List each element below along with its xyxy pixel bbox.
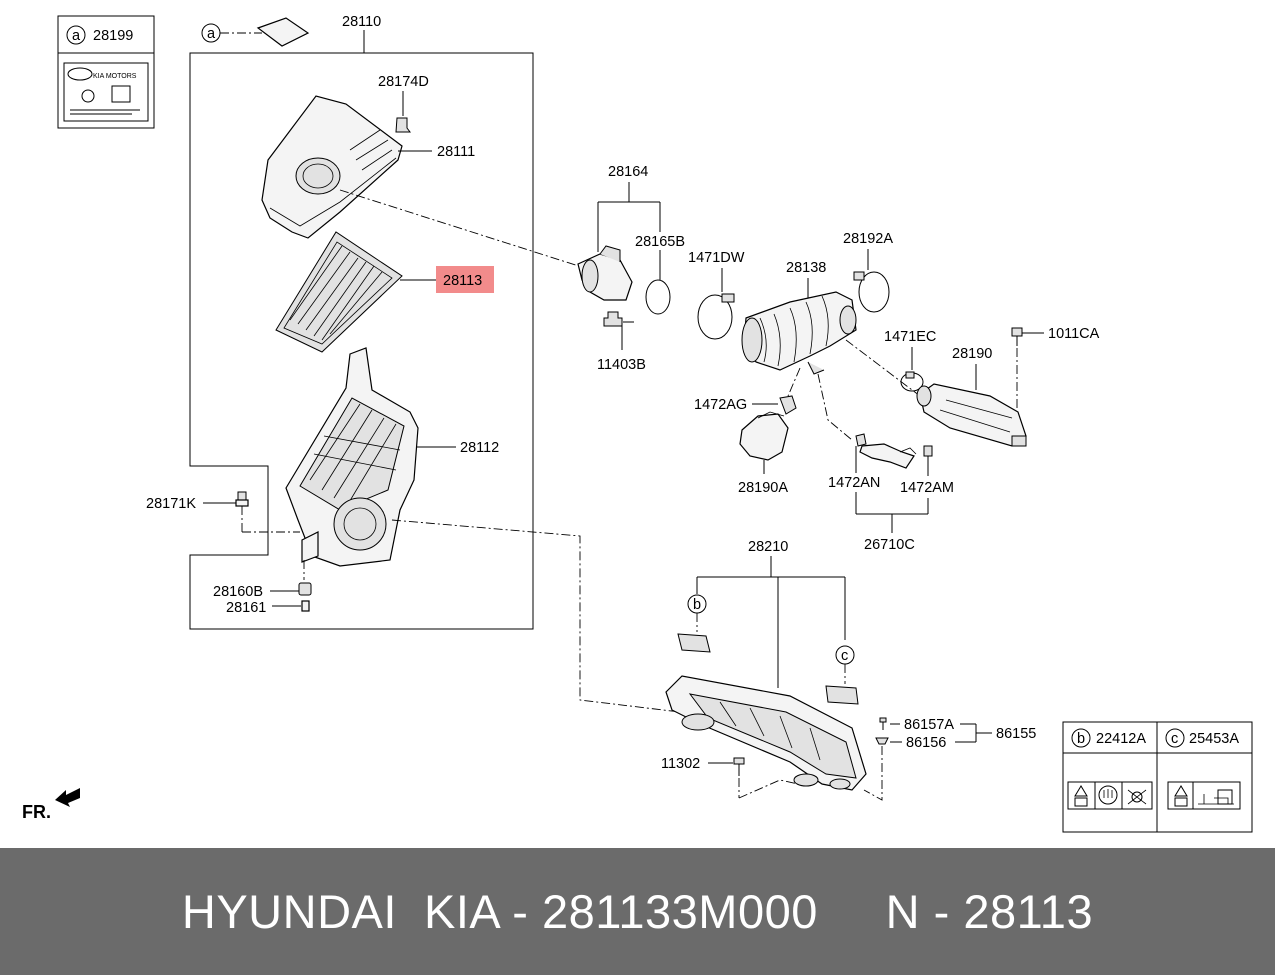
label-86156: 86156 (906, 735, 946, 751)
clip-1472AG: 1472AG (694, 367, 801, 415)
bolt-11302: 11302 (661, 756, 799, 799)
label-11403B: 11403B (597, 357, 646, 373)
label-28171K: 28171K (146, 496, 196, 512)
breather-hose-26710C: 1472AN 1472AM 26710C (828, 433, 954, 553)
label-1472AG: 1472AG (694, 397, 747, 413)
label-28165B: 28165B (635, 234, 685, 250)
front-arrow-icon (55, 788, 80, 807)
label-11302: 11302 (661, 756, 700, 772)
label-1471EC: 1471EC (884, 329, 936, 345)
warning-sticker-b (1067, 781, 1153, 810)
label-28190: 28190 (952, 346, 992, 362)
air-flow-sensor-28164: 28164 28165B (577, 164, 685, 315)
label-28210: 28210 (748, 539, 788, 555)
label-front: FR. (22, 802, 51, 822)
air-guide-28210: 28210 b c (665, 539, 867, 791)
air-filter-28113: 28113 (275, 231, 494, 353)
label-box-28199: a 28199 KIA MOTORS (57, 15, 155, 129)
fastener-set-86155: 86157A 86156 86155 (863, 717, 1036, 801)
ref-c-badge: c (1171, 731, 1178, 747)
parts-diagram: a 28199 KIA MOTORS 28110 a 28174D (22, 14, 1253, 833)
part-number-banner: HYUNDAI KIA - 281133M000 N - 28113 (0, 848, 1275, 975)
resonator-28190A: 28190A (738, 411, 789, 496)
kia-warning-label: KIA MOTORS (63, 62, 149, 122)
ref-c-callout: c (841, 648, 848, 664)
front-direction-indicator: FR. (22, 788, 80, 822)
grommet-28160B: 28160B (213, 560, 312, 600)
label-1011CA: 1011CA (1048, 326, 1100, 342)
label-28112: 28112 (460, 440, 499, 456)
label-28138: 28138 (786, 260, 826, 276)
label-26710C: 26710C (864, 537, 915, 553)
ref-a-callout: a (207, 26, 216, 42)
label-28110: 28110 (342, 14, 381, 30)
label-28113: 28113 (443, 273, 482, 289)
label-28160B: 28160B (213, 584, 263, 600)
ref-b-callout: b (693, 597, 701, 613)
label-28192A: 28192A (843, 231, 893, 247)
label-86157A: 86157A (904, 717, 954, 733)
label-box-22412A-25453A: b 22412A c 25453A (1062, 721, 1253, 833)
label-25453A: 25453A (1189, 731, 1239, 747)
label-28190A: 28190A (738, 480, 788, 496)
label-86155: 86155 (996, 726, 1036, 742)
highlight-28113 (436, 266, 494, 293)
assembly-box-28110: 28110 a (189, 14, 534, 630)
label-22412A: 22412A (1096, 731, 1146, 747)
clamp-1471DW: 1471DW (688, 250, 745, 340)
collar-28161: 28161 (226, 600, 310, 616)
screw-11403B: 11403B (597, 311, 646, 373)
warning-sticker-c (1167, 781, 1241, 810)
bolt-1011CA: 1011CA (1011, 326, 1100, 408)
label-28164: 28164 (608, 164, 648, 180)
intake-hose-28138: 28138 (741, 260, 857, 375)
label-28199: 28199 (93, 28, 133, 44)
clamp-28192A: 28192A (843, 231, 893, 313)
label-1472AM: 1472AM (900, 480, 954, 496)
clamp-1471EC: 1471EC (884, 329, 936, 392)
label-28174D: 28174D (378, 74, 429, 90)
ref-b-badge: b (1077, 731, 1085, 747)
label-28111: 28111 (437, 144, 475, 160)
bolt-28171K: 28171K (146, 491, 300, 533)
air-cleaner-body-28112: 28112 (285, 347, 499, 567)
ref-a-badge: a (72, 28, 81, 44)
kia-logo-text: KIA MOTORS (93, 73, 137, 80)
part-number-caption: HYUNDAI KIA - 281133M000 N - 28113 (181, 885, 1094, 938)
label-sticker-a (256, 17, 310, 47)
label-1472AN: 1472AN (828, 475, 880, 491)
label-28161: 28161 (226, 600, 266, 616)
clip-28174D: 28174D (378, 74, 429, 133)
air-cleaner-cover-28111: 28111 (261, 95, 475, 239)
air-duct-28190: 28190 (916, 346, 1027, 447)
label-1471DW: 1471DW (688, 250, 745, 266)
